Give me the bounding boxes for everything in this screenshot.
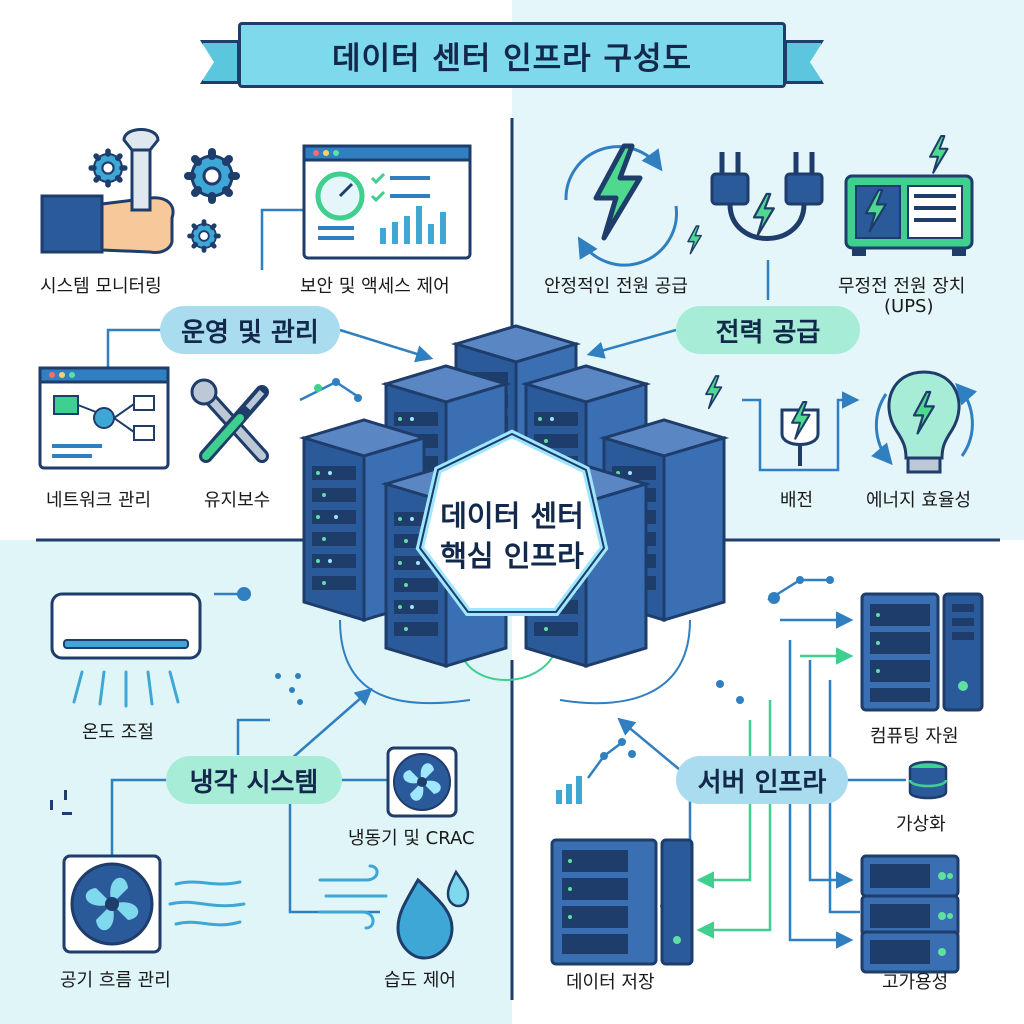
ups-generator-icon	[844, 134, 974, 256]
maintenance-label: 유지보수	[204, 490, 271, 511]
operations-section-title: 운영 및 관리	[160, 306, 340, 354]
security-access-label: 보안 및 액세스 제어	[300, 276, 450, 297]
ups-abbr-label: (UPS)	[884, 296, 934, 317]
tools-icon	[190, 378, 269, 463]
crac-fan-icon	[386, 746, 458, 818]
energy-efficiency-label: 에너지 효율성	[866, 490, 972, 511]
high-availability-icon	[860, 854, 960, 974]
network-management-label: 네트워크 관리	[46, 490, 152, 511]
page-title: 데이터 센터 인프라 구성도	[331, 40, 693, 77]
humidity-control-label: 습도 제어	[384, 970, 456, 991]
computing-resources-label: 컴퓨팅 자원	[870, 726, 959, 747]
ups-label: 무정전 전원 장치	[838, 276, 966, 297]
center-label: 데이터 센터 핵심 인프라	[412, 496, 612, 576]
data-storage-label: 데이터 저장	[566, 972, 655, 993]
power-section-title: 전력 공급	[676, 306, 860, 354]
water-drop-icon	[396, 869, 470, 960]
power-cycle-icon	[564, 146, 702, 267]
center-label-line1: 데이터 센터	[440, 499, 584, 533]
center-label-line2: 핵심 인프라	[440, 539, 584, 573]
chiller-crac-label: 냉동기 및 CRAC	[348, 828, 475, 849]
cooling-section-title: 냉각 시스템	[166, 756, 342, 804]
plug-icon	[710, 152, 824, 241]
computing-server-icon	[860, 592, 984, 712]
distribution-icon	[705, 375, 820, 466]
server-section-title: 서버 인프라	[676, 756, 848, 804]
bar-chart-icon	[556, 738, 636, 804]
virtualization-label: 가상화	[896, 814, 946, 835]
airflow-fan-icon	[50, 790, 246, 954]
title-banner: 데이터 센터 인프라 구성도	[238, 22, 786, 88]
high-availability-label: 고가용성	[882, 972, 949, 993]
hand-wrench-icon	[40, 128, 175, 254]
energy-efficiency-bulb-icon	[871, 370, 978, 474]
stable-power-label: 안정적인 전원 공급	[544, 276, 688, 297]
storage-server-icon	[550, 838, 694, 966]
air-conditioner-icon	[50, 592, 202, 708]
dashboard-icon	[302, 144, 472, 260]
wind-icon	[318, 864, 388, 930]
distribution-label: 배전	[780, 490, 814, 511]
airflow-management-label: 공기 흐름 관리	[60, 970, 171, 991]
database-icon	[908, 760, 948, 800]
system-monitoring-label: 시스템 모니터링	[40, 276, 162, 297]
temperature-control-label: 온도 조절	[82, 722, 154, 743]
network-screen-icon	[38, 366, 170, 470]
